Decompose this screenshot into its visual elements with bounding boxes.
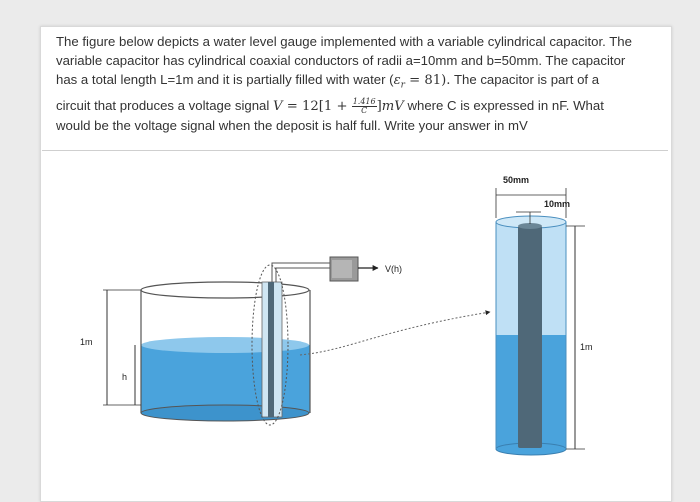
problem-line-5: would be the voltage signal when the dep…: [56, 117, 528, 133]
problem-line-2: variable capacitor has cylindrical coaxi…: [56, 53, 626, 68]
problem-line-3: has a total length L=1m and it is partia…: [56, 72, 600, 91]
label-10mm: 10mm: [544, 199, 570, 209]
water-surface: [141, 337, 309, 353]
label-50mm: 50mm: [503, 175, 529, 185]
divider: [42, 150, 668, 151]
highlight-ellipse: [251, 264, 289, 426]
tank-bottom: [140, 404, 310, 422]
label-h: h: [122, 372, 127, 382]
zoom-connector: [299, 310, 491, 356]
water-tank: [140, 281, 311, 422]
label-vh: V(h): [385, 264, 402, 274]
label-1m-right: 1m: [580, 342, 593, 352]
sensor-wiring: V(h): [271, 256, 402, 282]
dimension-1m-left: 1m h: [80, 289, 141, 406]
problem-statement: The figure below depicts a water level g…: [56, 32, 666, 135]
dimension-labels-right: 50mm 10mm 1m: [495, 175, 593, 450]
inner-rod: [268, 282, 274, 417]
label-1m-left: 1m: [80, 337, 93, 347]
problem-line-4: circuit that produces a voltage signal V…: [56, 96, 604, 115]
problem-line-1: The figure below depicts a water level g…: [56, 34, 632, 49]
epsilon-symbol: ε: [393, 73, 401, 88]
center-conductor: [518, 226, 542, 448]
tank-water: [141, 345, 310, 413]
capacitor-detail: [495, 215, 567, 456]
